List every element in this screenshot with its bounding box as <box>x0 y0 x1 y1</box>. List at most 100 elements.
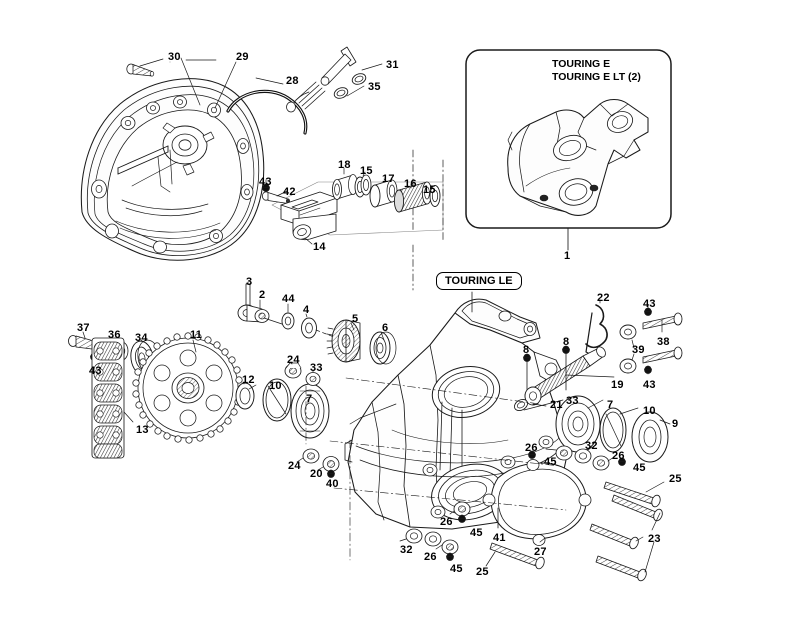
bolt-part-30 <box>126 63 155 77</box>
drive-chain-part-28 <box>226 89 308 135</box>
callout-number-7: 7 <box>306 393 313 405</box>
callout-number-26: 26 <box>440 516 453 528</box>
oring-part-33-right <box>514 399 528 411</box>
gear-part-5 <box>326 319 361 363</box>
callout-number-32: 32 <box>585 440 598 452</box>
inset-variant-line-1: TOURING E <box>552 58 611 70</box>
callout-number-34: 34 <box>135 332 148 344</box>
callout-number-45: 45 <box>544 456 557 468</box>
callout-number-20: 20 <box>310 468 323 480</box>
callout-number-32: 32 <box>400 544 413 556</box>
callout-number-37: 37 <box>77 322 90 334</box>
callout-number-15: 15 <box>423 184 436 196</box>
callout-number-36: 36 <box>108 329 121 341</box>
callout-number-41: 41 <box>493 532 506 544</box>
callout-number-17: 17 <box>382 173 395 185</box>
callout-number-26: 26 <box>424 551 437 563</box>
bolt-part-25-right <box>603 481 661 508</box>
bolts-part-23 <box>589 494 663 582</box>
callout-number-24: 24 <box>288 460 301 472</box>
callout-number-5: 5 <box>352 313 359 325</box>
callout-number-25: 25 <box>669 473 682 485</box>
callout-number-45: 45 <box>633 462 646 474</box>
washer-part-39 <box>619 324 637 374</box>
callout-number-28: 28 <box>286 75 299 87</box>
cover-plate-part-27 <box>482 459 592 546</box>
hub-part-2 <box>237 304 270 323</box>
callout-number-12: 12 <box>242 374 255 386</box>
callout-number-30: 30 <box>168 51 181 63</box>
sleeve-part-18 <box>332 174 358 200</box>
callout-number-13: 13 <box>136 424 149 436</box>
washer-part-21 <box>524 386 542 406</box>
callout-number-43: 43 <box>643 379 656 391</box>
clip-part-22 <box>585 304 608 357</box>
callout-number-39: 39 <box>632 344 645 356</box>
callout-number-45: 45 <box>450 563 463 575</box>
oring-part-35 <box>333 73 367 99</box>
callout-number-43: 43 <box>259 176 272 188</box>
tensioner-bracket-part-14 <box>280 191 338 241</box>
callout-1: 1 <box>564 250 571 262</box>
callout-number-26: 26 <box>612 450 625 462</box>
callout-number-10: 10 <box>643 405 656 417</box>
callout-number-18: 18 <box>338 159 351 171</box>
nut-cluster-bottom <box>405 501 471 555</box>
tensioner-rod-part-31 <box>286 46 357 113</box>
chain-part-13 <box>91 337 125 459</box>
callout-number-31: 31 <box>386 59 399 71</box>
callout-number-33: 33 <box>566 395 579 407</box>
bolt-part-25-bottom <box>489 542 545 570</box>
nut-part-43-right-lower <box>644 365 652 374</box>
callout-number-26: 26 <box>525 442 538 454</box>
callout-number-9: 9 <box>672 418 679 430</box>
callout-number-10: 10 <box>269 380 282 392</box>
inset-variant-line-2: TOURING E LT (2) <box>552 70 641 83</box>
callout-number-44: 44 <box>282 293 295 305</box>
washer-part-4 <box>301 317 317 339</box>
washer-part-15-a <box>354 174 372 198</box>
callout-number-27: 27 <box>534 546 547 558</box>
threaded-rod-part-19 <box>524 346 606 404</box>
bolt-part-38 <box>642 312 683 364</box>
nut-part-20 <box>322 456 340 472</box>
callout-number-2: 2 <box>259 289 266 301</box>
callout-number-22: 22 <box>597 292 610 304</box>
callout-number-42: 42 <box>283 186 296 198</box>
callout-number-4: 4 <box>303 304 310 316</box>
callout-number-23: 23 <box>648 533 661 545</box>
callout-number-19: 19 <box>611 379 624 391</box>
seal-part-9 <box>631 411 669 463</box>
circlip-part-12 <box>235 382 257 410</box>
spring-part-16 <box>393 181 433 213</box>
callout-number-38: 38 <box>657 336 670 348</box>
washer-part-44 <box>281 312 295 330</box>
nut-part-45-bottom-a <box>458 514 466 523</box>
callout-number-45: 45 <box>470 527 483 539</box>
callout-number-15: 15 <box>360 165 373 177</box>
nut-part-33-left <box>305 372 321 386</box>
nut-part-40 <box>327 469 335 478</box>
bearing-part-7-right <box>555 395 601 453</box>
washer-part-15-b <box>429 185 441 207</box>
callout-number-40: 40 <box>326 478 339 490</box>
callout-number-33: 33 <box>310 362 323 374</box>
bolt-part-42 <box>261 191 290 204</box>
retaining-ring-part-10-right <box>599 407 627 453</box>
nut-part-24-lower <box>302 448 320 464</box>
callout-number-43: 43 <box>643 298 656 310</box>
callout-number-3: 3 <box>246 276 253 288</box>
callout-number-14: 14 <box>313 241 326 253</box>
callout-number-43: 43 <box>89 365 102 377</box>
callout-number-6: 6 <box>382 322 389 334</box>
callout-number-16: 16 <box>404 178 417 190</box>
main-variant-label: TOURING LE <box>436 272 522 290</box>
callout-number-21: 21 <box>550 399 563 411</box>
sprocket-part-11 <box>132 332 244 444</box>
callout-number-7: 7 <box>607 399 614 411</box>
bearing-part-6 <box>369 331 397 365</box>
callout-number-35: 35 <box>368 81 381 93</box>
inset-variant-title: TOURING E TOURING E LT (2) <box>552 58 641 83</box>
